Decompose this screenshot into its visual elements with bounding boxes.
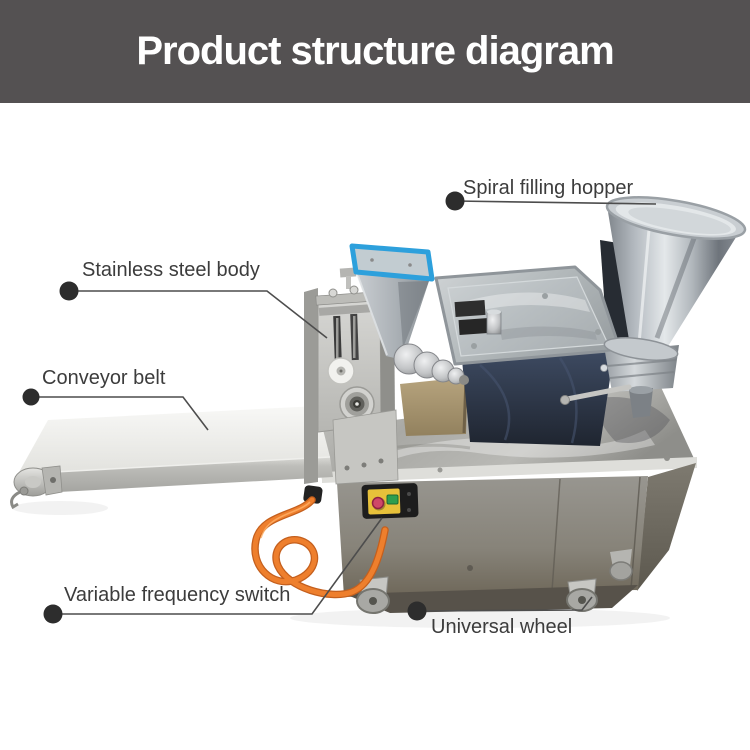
red-button	[371, 496, 385, 510]
belt-surface	[18, 406, 330, 474]
stainless-steel-body-head	[304, 267, 399, 485]
conveyor-belt	[10, 406, 333, 510]
floor-shadows	[12, 501, 670, 628]
title-banner: Product structure diagram	[0, 0, 750, 103]
leader-universal-wheel	[416, 596, 593, 612]
leader-conveyor-belt	[31, 396, 209, 431]
press-unit	[462, 352, 614, 446]
crank-hook	[10, 490, 21, 510]
blue-hopper-box	[349, 243, 435, 282]
leader-lines	[22, 191, 657, 624]
leader-stainless-steel-body	[69, 290, 328, 339]
label-conveyor-belt: Conveyor belt	[42, 367, 166, 389]
dough-hopper	[349, 243, 435, 360]
label-spiral-filling-hopper: Spiral filling hopper	[463, 177, 634, 199]
mold-slot	[458, 317, 490, 336]
mold-slot	[454, 299, 486, 318]
label-universal-wheel: Universal wheel	[431, 616, 573, 638]
leader-variable-frequency-switch	[53, 517, 383, 615]
extruder-nozzle	[393, 343, 469, 385]
collar-handle	[564, 384, 632, 402]
hopper-collar	[560, 337, 679, 418]
universal-wheel-right	[566, 578, 598, 612]
dough-block	[400, 377, 468, 436]
spiral-filling-hopper	[560, 196, 747, 418]
universal-wheel-rear	[609, 549, 633, 581]
belt-frame	[18, 457, 333, 494]
green-button	[386, 494, 399, 505]
page-title: Product structure diagram	[136, 29, 614, 73]
filling-tray	[434, 265, 622, 366]
variable-frequency-switch	[361, 483, 419, 519]
table-front-edge	[322, 457, 697, 483]
side-panel	[637, 463, 696, 591]
power-cable	[251, 485, 389, 599]
universal-wheel-left	[356, 576, 390, 614]
leader-spiral-filling-hopper	[454, 200, 657, 205]
label-stainless-steel-body: Stainless steel body	[82, 259, 260, 281]
label-variable-frequency-switch: Variable frequency switch	[64, 584, 291, 606]
